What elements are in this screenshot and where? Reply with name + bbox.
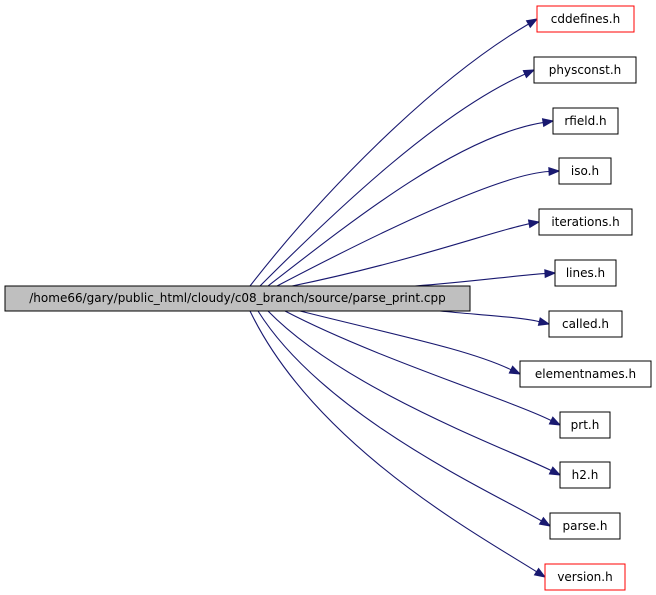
header-node-box [548,310,623,338]
header-node[interactable]: physconst.h [533,56,637,84]
header-node-label: physconst.h [549,63,622,77]
header-node-label: called.h [562,317,609,331]
header-node-label: lines.h [566,266,605,280]
header-node-box [533,56,637,84]
header-node-label: iterations.h [551,215,619,229]
header-node[interactable]: h2.h [559,461,611,489]
header-node-label: h2.h [572,468,599,482]
dependency-edge [291,223,530,287]
source-node[interactable]: /home66/gary/public_html/cloudy/c08_bran… [4,285,471,312]
edge-arrowhead [548,167,561,177]
header-node[interactable]: cddefines.h [536,5,635,33]
header-node-label: version.h [557,570,612,584]
header-node-box [544,563,626,591]
edge-arrowhead [525,18,539,29]
edge-arrowhead [537,317,551,326]
header-node[interactable]: rfield.h [552,107,619,135]
header-node[interactable]: iterations.h [538,208,633,236]
header-node-label: parse.h [563,519,608,533]
header-node-box [554,259,617,287]
header-node[interactable]: lines.h [554,259,617,287]
header-node[interactable]: elementnames.h [519,360,652,388]
edge-arrowhead [541,118,555,128]
header-nodes: cddefines.h physconst.h rfield.h iso.h itera… [519,5,652,591]
header-node-box [559,461,611,489]
edge-arrowhead [548,416,562,426]
source-node-box [4,285,471,312]
header-node-label: rfield.h [564,114,606,128]
dependency-edge [249,310,537,573]
dependency-edge [276,170,550,287]
dependency-edge [257,310,542,522]
header-node[interactable]: version.h [544,563,626,591]
header-node-box [552,107,619,135]
header-node[interactable]: parse.h [549,512,621,540]
dependency-edge [267,310,552,471]
edge-arrowhead [548,466,562,476]
dependency-edge [267,122,544,287]
dependency-edges [249,18,562,578]
header-node-label: cddefines.h [551,12,620,26]
dependency-edge [249,23,529,287]
header-node-box [536,5,635,33]
edge-arrowhead [538,516,552,527]
dependency-edge [439,310,540,323]
edge-arrowhead [522,69,536,79]
edge-arrowhead [544,269,557,279]
dependency-edge [259,73,526,287]
edge-arrowhead [533,567,547,578]
header-node-box [538,208,633,236]
header-node-box [558,157,612,185]
dependency-edge [414,273,546,287]
header-node[interactable]: called.h [548,310,623,338]
header-node[interactable]: prt.h [559,411,611,439]
header-node-label: iso.h [571,164,599,178]
header-node-box [559,411,611,439]
header-node-label: elementnames.h [535,367,636,381]
source-node-label: /home66/gary/public_html/cloudy/c08_bran… [29,291,445,305]
header-node[interactable]: iso.h [558,157,612,185]
edge-arrowhead [527,219,541,229]
header-node-label: prt.h [571,418,600,432]
edge-arrowhead [508,365,522,375]
dependency-edge [299,310,512,371]
header-node-box [519,360,652,388]
dependency-edge [284,310,552,421]
header-node-box [549,512,621,540]
